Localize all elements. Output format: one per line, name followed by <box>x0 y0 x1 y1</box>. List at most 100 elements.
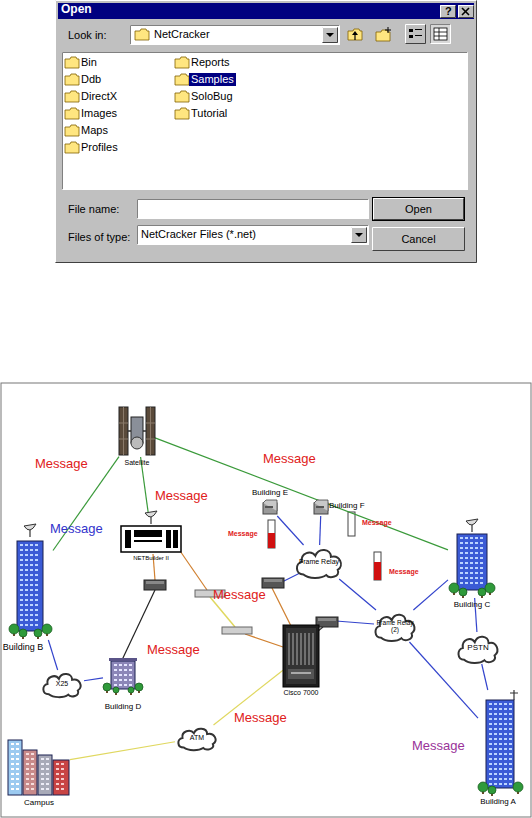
building-icon-part <box>35 559 38 561</box>
node-label: Building F <box>329 501 365 510</box>
file-list: BinDdbDirectXImagesMapsProfilesReportsSa… <box>62 52 468 190</box>
building-icon-part <box>509 763 512 765</box>
building-icon-part <box>470 547 473 549</box>
dialog-window-part <box>458 5 474 18</box>
campus-icon-part <box>26 778 29 780</box>
router-tower-part <box>312 633 313 665</box>
combo-box-part <box>351 227 367 243</box>
building-icon-part <box>499 728 502 730</box>
building-icon-part <box>20 604 23 606</box>
message-label: Message <box>155 489 208 504</box>
campus-icon-part <box>11 783 14 785</box>
campus-icon-part <box>11 748 14 750</box>
dialog-window-part <box>462 8 469 15</box>
satellite-icon-part <box>119 407 128 455</box>
building-icon-part <box>499 738 502 740</box>
building-icon-part <box>489 773 492 775</box>
building-icon-part <box>504 703 507 705</box>
combo-box-part <box>323 42 338 43</box>
building-icon-part <box>489 708 492 710</box>
building-icon-part <box>114 684 117 686</box>
building-icon-part <box>20 554 23 556</box>
link-line <box>339 579 376 610</box>
satellite-icon-shape <box>119 405 155 457</box>
building-icon-part <box>30 609 33 611</box>
building-icon-part <box>475 547 478 549</box>
building-icon-part <box>489 758 492 760</box>
building-icon-part <box>480 557 483 559</box>
building-icon-part <box>25 614 28 616</box>
campus-icon-part <box>46 763 49 765</box>
building-icon-part <box>129 674 132 676</box>
building-icon-part <box>35 554 38 556</box>
campus-icon-part <box>41 768 44 770</box>
dialog-window-part <box>440 6 441 18</box>
building-icon-part <box>30 594 33 596</box>
building-icon-part <box>509 768 512 770</box>
campus-icon-part <box>8 740 22 795</box>
file-list-part <box>467 53 468 190</box>
building-icon-part <box>25 604 28 606</box>
dialog-window-part <box>385 30 391 31</box>
building-icon-part <box>25 579 28 581</box>
dialog-window-part <box>473 6 474 18</box>
dialog-window-part <box>137 199 369 219</box>
building-icon-part <box>499 768 502 770</box>
building-icon-part <box>478 782 488 792</box>
dialog-window-part <box>425 25 426 44</box>
building-icon-part <box>489 783 492 785</box>
dialog-window-part <box>440 5 456 18</box>
building-icon-part <box>457 534 487 590</box>
campus-icon-part <box>31 778 34 780</box>
building-icon-part <box>504 733 507 735</box>
building-icon-part <box>504 743 507 745</box>
building-icon-part <box>17 541 43 631</box>
satellite-icon-part <box>146 407 155 455</box>
gauge-bar <box>348 512 355 536</box>
building-icon-part <box>35 584 38 586</box>
network-cloud: ATM <box>175 725 219 751</box>
campus-icon-part <box>11 743 14 745</box>
push-button: Open <box>372 197 465 221</box>
push-button-part <box>373 250 465 251</box>
dialog-window-part <box>462 8 469 15</box>
building-icon-part <box>460 567 463 569</box>
dialog-window-part <box>409 29 413 32</box>
dialog-window-part <box>434 28 447 40</box>
building-icon-part <box>113 687 119 693</box>
building-icon-part <box>25 609 28 611</box>
building-icon-part <box>504 728 507 730</box>
server-icon-shape <box>313 500 329 516</box>
building-icon-part <box>135 683 143 691</box>
campus-icon-part <box>56 763 59 765</box>
building-icon-part <box>25 559 28 561</box>
building-icon-part <box>460 547 463 549</box>
campus-icon-part <box>16 783 19 785</box>
dialog-window-part <box>434 32 447 33</box>
campus-icon-part <box>31 768 34 770</box>
building-icon-part <box>124 669 127 671</box>
file-list-part <box>63 52 468 53</box>
campus-icon-part <box>38 755 52 795</box>
building-icon-part <box>25 569 28 571</box>
building-icon-part <box>470 577 473 579</box>
combo-box-part <box>135 29 149 40</box>
campus-icon-part <box>16 748 19 750</box>
building-icon-part <box>460 582 463 584</box>
building-icon-part <box>20 569 23 571</box>
building-icon-part <box>35 604 38 606</box>
campus-icon-part <box>31 763 34 765</box>
building-icon-part <box>124 674 127 676</box>
push-button-part <box>374 219 464 220</box>
building-icon-part <box>34 629 42 637</box>
building-icon-part <box>509 778 512 780</box>
dialog-window-part <box>458 6 459 18</box>
file-list-part <box>175 74 189 85</box>
push-button-part <box>463 199 464 220</box>
building-icon-part <box>111 661 135 689</box>
dialog-window-part <box>430 25 431 44</box>
satellite-icon-part <box>119 423 128 424</box>
file-item: DirectX <box>81 90 117 103</box>
node-label: NetCracker <box>154 28 210 41</box>
combo-box-part <box>366 228 367 243</box>
